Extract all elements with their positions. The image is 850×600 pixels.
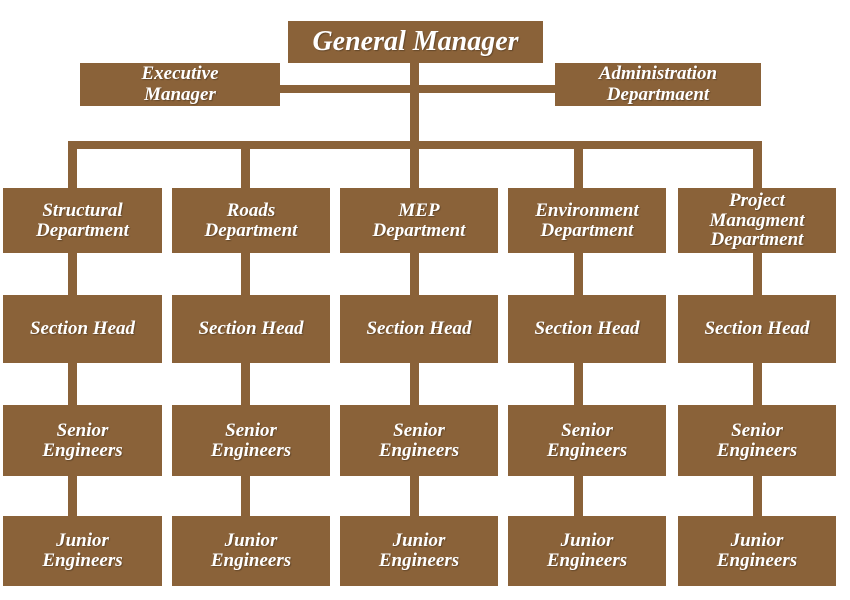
node-label: Section Head [534,318,640,340]
connector-col5-senior-junior [753,473,762,519]
node-label: Junior Engineers [716,530,798,571]
node-senior-engineers-3: Senior Engineers [340,405,498,476]
connector-gm-vertical [410,62,419,149]
node-label: Section Head [366,318,472,340]
node-label: Structural Department [36,199,129,241]
node-roads-department: Roads Department [172,188,330,253]
node-junior-engineers-5: Junior Engineers [678,516,836,586]
connector-col2-senior-junior [241,473,250,519]
node-section-head-2: Section Head [172,295,330,363]
node-label: Senior Engineers [546,419,628,461]
connector-col5-dept-section [753,250,762,298]
node-label: Environment Department [535,199,639,241]
node-label: Junior Engineers [546,530,628,571]
connector-col4-section-senior [574,360,583,408]
node-label: Section Head [198,318,304,340]
node-label: Junior Engineers [378,530,460,571]
connector-col1-senior-junior [68,473,77,519]
node-label: Project Managment Department [709,189,805,251]
connector-col1-section-senior [68,360,77,408]
connector-col2-drop [241,141,250,191]
node-senior-engineers-4: Senior Engineers [508,405,666,476]
node-section-head-4: Section Head [508,295,666,363]
connector-col4-dept-section [574,250,583,298]
node-section-head-3: Section Head [340,295,498,363]
node-section-head-5: Section Head [678,295,836,363]
node-junior-engineers-4: Junior Engineers [508,516,666,586]
connector-col2-section-senior [241,360,250,408]
node-senior-engineers-1: Senior Engineers [3,405,162,476]
node-label: Senior Engineers [716,419,798,461]
node-label: Section Head [704,318,810,340]
connector-col4-senior-junior [574,473,583,519]
node-senior-engineers-2: Senior Engineers [172,405,330,476]
node-section-head-1: Section Head [3,295,162,363]
node-label: Senior Engineers [42,419,123,461]
node-label: Section Head [29,318,136,340]
node-label: Junior Engineers [42,530,123,571]
connector-col1-dept-section [68,250,77,298]
node-junior-engineers-2: Junior Engineers [172,516,330,586]
connector-col3-senior-junior [410,473,419,519]
node-label: Senior Engineers [210,419,292,461]
node-label: Junior Engineers [210,530,292,571]
node-label: General Manager [312,26,519,58]
node-general-manager: General Manager [288,21,543,63]
node-mep-department: MEP Department [340,188,498,253]
connector-col3-drop [410,141,419,191]
node-administration-department: Administration Departmaent [555,63,761,106]
node-project-management-department: Project Managment Department [678,188,836,253]
connector-col3-dept-section [410,250,419,298]
node-executive-manager: Executive Manager [80,63,280,106]
node-junior-engineers-3: Junior Engineers [340,516,498,586]
node-label: Administration Departmaent [598,63,718,105]
node-junior-engineers-1: Junior Engineers [3,516,162,586]
node-label: Executive Manager [141,63,219,105]
connector-col5-section-senior [753,360,762,408]
connector-col5-drop [753,141,762,191]
connector-col4-drop [574,141,583,191]
node-label: Roads Department [204,199,298,241]
node-label: MEP Department [372,199,466,241]
node-structural-department: Structural Department [3,188,162,253]
node-senior-engineers-5: Senior Engineers [678,405,836,476]
node-environment-department: Environment Department [508,188,666,253]
connector-staff-horizontal [270,85,565,93]
connector-col2-dept-section [241,250,250,298]
node-label: Senior Engineers [378,419,460,461]
connector-col3-section-senior [410,360,419,408]
connector-col1-drop [68,141,77,191]
